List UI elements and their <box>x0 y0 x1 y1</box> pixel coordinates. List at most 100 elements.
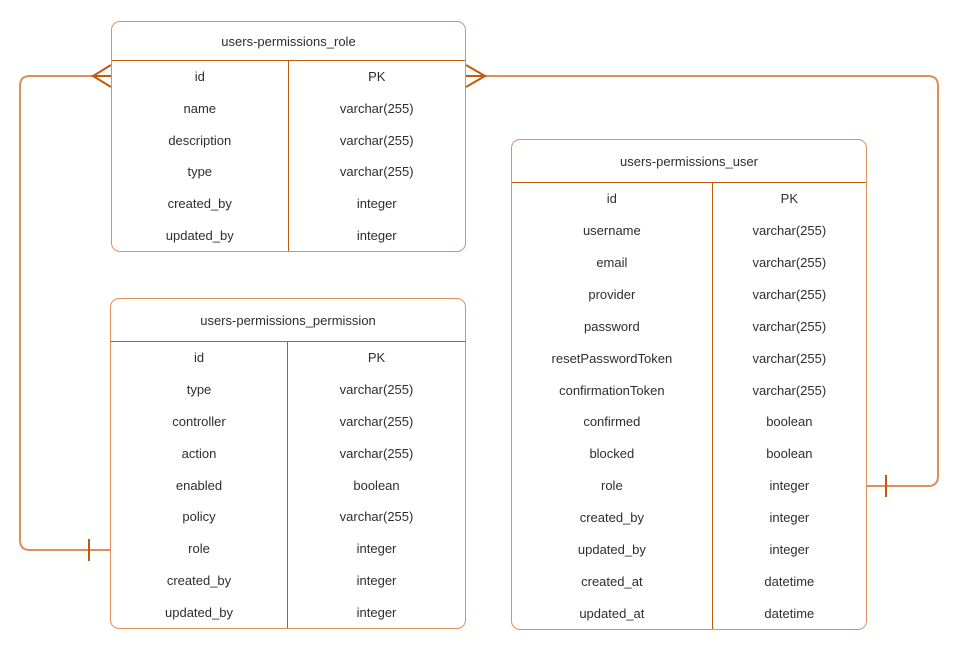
field-name-cell: created_at <box>512 565 713 598</box>
field-row: confirmed boolean <box>512 406 866 438</box>
field-name-cell: provider <box>512 278 713 311</box>
field-type-cell: varchar(255) <box>752 318 827 334</box>
field-type-cell: boolean <box>766 414 813 430</box>
entity-table-permission[interactable]: users-permissions_permission id PK type … <box>110 298 466 629</box>
field-type-cell: integer <box>356 227 397 243</box>
field-row: policy varchar(255) <box>111 500 465 533</box>
field-row: action varchar(255) <box>111 437 465 470</box>
field-name-cell: updated_by <box>112 219 289 252</box>
field-name-cell: created_by <box>111 564 288 597</box>
field-row: password varchar(255) <box>512 310 866 343</box>
field-row: blocked boolean <box>512 437 866 470</box>
field-name-cell: enabled <box>111 469 288 501</box>
field-row: updated_by integer <box>111 596 465 629</box>
field-name-cell: description <box>112 124 289 157</box>
field-type-cell: PK <box>780 191 799 207</box>
crows-foot-many-marker <box>91 64 112 88</box>
field-row: updated_by integer <box>112 219 465 252</box>
field-type-cell: integer <box>356 572 397 588</box>
field-row: created_at datetime <box>512 565 866 598</box>
field-row: updated_at datetime <box>512 597 866 630</box>
field-name-cell: updated_by <box>512 533 713 566</box>
field-type-cell: integer <box>356 196 397 212</box>
field-name-cell: name <box>112 92 289 125</box>
field-type-cell: varchar(255) <box>752 255 827 271</box>
table-title: users-permissions_role <box>112 22 465 61</box>
field-name-cell: email <box>512 246 713 279</box>
field-name-cell: id <box>111 342 288 374</box>
field-type-cell: varchar(255) <box>752 350 827 366</box>
field-type-cell: varchar(255) <box>752 223 827 239</box>
field-name-cell: username <box>512 214 713 247</box>
field-row: confirmationToken varchar(255) <box>512 374 866 407</box>
field-type-cell: PK <box>368 69 386 85</box>
field-row: username varchar(255) <box>512 214 866 247</box>
table-title: users-permissions_permission <box>111 299 465 342</box>
table-body: id PK name varchar(255) description varc… <box>112 61 465 252</box>
field-row: controller varchar(255) <box>111 405 465 438</box>
field-row: id PK <box>512 183 866 215</box>
field-name-cell: updated_by <box>111 596 288 629</box>
field-name-cell: created_by <box>112 187 289 220</box>
table-body: id PK type varchar(255) controller varch… <box>111 342 465 629</box>
field-row: created_by integer <box>111 564 465 597</box>
field-row: resetPasswordToken varchar(255) <box>512 342 866 375</box>
field-type-cell: integer <box>769 510 810 526</box>
field-row: type varchar(255) <box>111 373 465 406</box>
field-name-cell: blocked <box>512 437 713 470</box>
field-type-cell: varchar(255) <box>339 413 414 429</box>
table-title: users-permissions_user <box>512 140 866 183</box>
field-name-cell: password <box>512 310 713 343</box>
field-name-cell: updated_at <box>512 597 713 630</box>
crows-foot-many-marker <box>465 64 487 88</box>
field-name-cell: type <box>111 373 288 406</box>
field-row: id PK <box>112 61 465 93</box>
field-name-cell: policy <box>111 500 288 533</box>
field-name-cell: confirmed <box>512 406 713 438</box>
connector-line[interactable] <box>19 75 110 551</box>
field-row: name varchar(255) <box>112 92 465 125</box>
field-name-cell: controller <box>111 405 288 438</box>
field-type-cell: varchar(255) <box>752 287 827 302</box>
field-name-cell: role <box>512 469 713 502</box>
field-name-cell: type <box>112 156 289 188</box>
field-row: created_by integer <box>112 187 465 220</box>
field-row: updated_by integer <box>512 533 866 566</box>
field-name-cell: resetPasswordToken <box>512 342 713 375</box>
field-type-cell: datetime <box>764 573 815 589</box>
field-type-cell: PK <box>367 350 386 366</box>
field-type-cell: datetime <box>764 605 815 621</box>
field-name-cell: role <box>111 532 288 565</box>
field-row: role integer <box>111 532 465 565</box>
field-type-cell: varchar(255) <box>339 445 414 461</box>
field-row: created_by integer <box>512 501 866 534</box>
field-name-cell: created_by <box>512 501 713 534</box>
field-type-cell: varchar(255) <box>339 509 414 525</box>
field-type-cell: varchar(255) <box>339 382 414 398</box>
field-type-cell: boolean <box>353 477 400 493</box>
field-type-cell: varchar(255) <box>339 101 414 116</box>
field-name-cell: id <box>112 61 289 93</box>
entity-table-role[interactable]: users-permissions_role id PK name varcha… <box>111 21 466 252</box>
relationship-role-permission[interactable] <box>19 64 112 561</box>
field-type-cell: integer <box>356 541 397 557</box>
field-type-cell: varchar(255) <box>752 382 827 398</box>
field-name-cell: id <box>512 183 713 215</box>
field-type-cell: integer <box>769 541 810 557</box>
field-row: role integer <box>512 469 866 502</box>
entity-table-user[interactable]: users-permissions_user id PK username va… <box>511 139 867 630</box>
connector-line[interactable] <box>485 75 939 487</box>
field-row: provider varchar(255) <box>512 278 866 311</box>
field-name-cell: confirmationToken <box>512 374 713 407</box>
field-row: type varchar(255) <box>112 156 465 188</box>
table-body: id PK username varchar(255) email varcha… <box>512 183 866 630</box>
field-type-cell: varchar(255) <box>339 132 414 148</box>
field-type-cell: integer <box>769 478 810 494</box>
field-row: email varchar(255) <box>512 246 866 279</box>
field-row: id PK <box>111 342 465 374</box>
field-type-cell: boolean <box>766 446 813 462</box>
field-name-cell: action <box>111 437 288 470</box>
field-type-cell: integer <box>356 604 397 620</box>
field-row: enabled boolean <box>111 469 465 501</box>
